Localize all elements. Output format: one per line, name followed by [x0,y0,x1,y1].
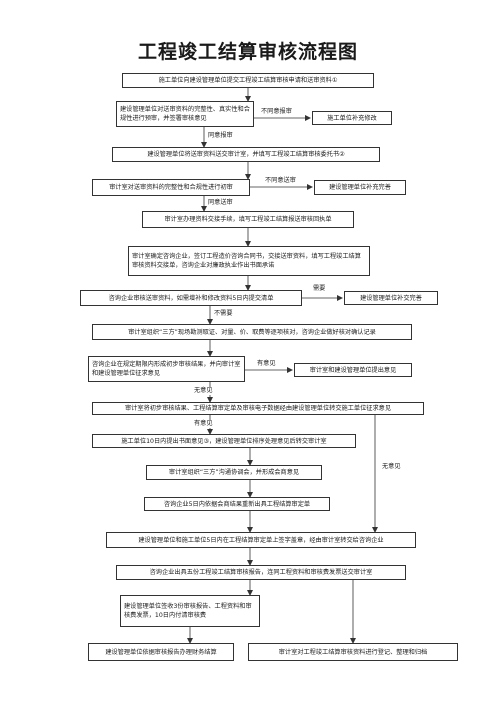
page-title: 工程竣工结算审核流程图 [137,41,358,63]
step-audit-owner-opinion: 审计室和建设管理单位提出意见 [294,363,412,377]
label-no-need: 不需要 [213,310,234,318]
step-preliminary-result: 咨询企业在规定期限内形成初步审核结果，并向审计室和建设管理单位征求意见 [88,356,245,382]
step-owner-resubmit: 建设管理单位补交完善 [344,291,438,305]
label-has-opinion-2: 有意见 [193,420,214,428]
step-preliminary-review: 建设管理单位对送审资料的完整性、真实性和合规性进行预审，并签署审核意见 [116,101,254,127]
step-reissue-statement: 咨询企业5日内依据会商结果重新出具工程结算审定单 [144,497,330,511]
step-issue-report: 咨询企业出具五份工程竣工结算审核报告，连同工程资料和审核费发票送交审计室 [116,565,406,580]
step-site-survey: 审计室组织“三方”现场勘测取证、对量、价、取费等逐项核对，咨询企业做好核对确认记… [92,324,412,340]
step-consultant-review: 咨询企业审核送审资料，如需增补和修改资料5日内提交清单 [80,290,302,306]
step-send-to-audit: 建设管理单位将送审资料送交审计室，并填写工程竣工结算审核委托书② [112,147,380,162]
step-financial-settlement: 建设管理单位依据审核报告办理财务结算 [88,643,234,661]
label-no-opinion-2: 无意见 [381,463,402,471]
step-contractor-revise: 施工单位补充修改 [312,111,392,125]
label-need: 需要 [312,285,327,293]
step-archive: 审计室对工程竣工结算审核资料进行登记、整理和归档 [248,643,458,661]
step-select-consultant: 审计室确定咨询企业，签订工程造价咨询合同书，交接送审资料，填写工程竣工结算审核资… [128,246,370,276]
step-sign-and-seal: 建设管理单位和施工单位5日内在工程结算审定单上签字盖章，经由审计室转交给咨询企业 [106,532,416,548]
step-pay-fee: 建设管理单位签收3份审核报告、工程资料和审核费发票，10日内付清审核费 [120,595,260,627]
label-agree-send: 同意送审 [207,199,234,207]
step-owner-supplement: 建设管理单位补充完善 [314,180,406,195]
step-submit-application: 施工单位向建设管理单位提交工程竣工结算审核申请和送审资料① [122,73,374,88]
label-disagree-send: 不同意送审 [264,177,297,185]
label-agree-review: 同意报审 [207,132,234,140]
label-has-opinion-1: 有意见 [256,360,277,368]
step-handover-receipt: 审计室办理资料交接手续，填写工程竣工结算报送审核回执单 [142,211,354,228]
step-contractor-opinion: 施工单位10日内提出书面意见③，建设管理单位排序处理意见后转交审计室 [92,434,356,448]
step-audit-initial-review: 审计室对送审资料的完整性和合规性进行初审 [92,179,250,196]
label-disagree-review: 不同意报审 [260,108,293,116]
step-coordination-meeting: 审计室组织“三方”沟通协调会，并形成会商意见 [146,465,322,480]
label-no-opinion-1: 无意见 [193,387,214,395]
step-send-results: 审计室将初步审核结果、工程结算审定单及审核电子数据经由建设管理单位转交施工单位征… [92,402,424,415]
